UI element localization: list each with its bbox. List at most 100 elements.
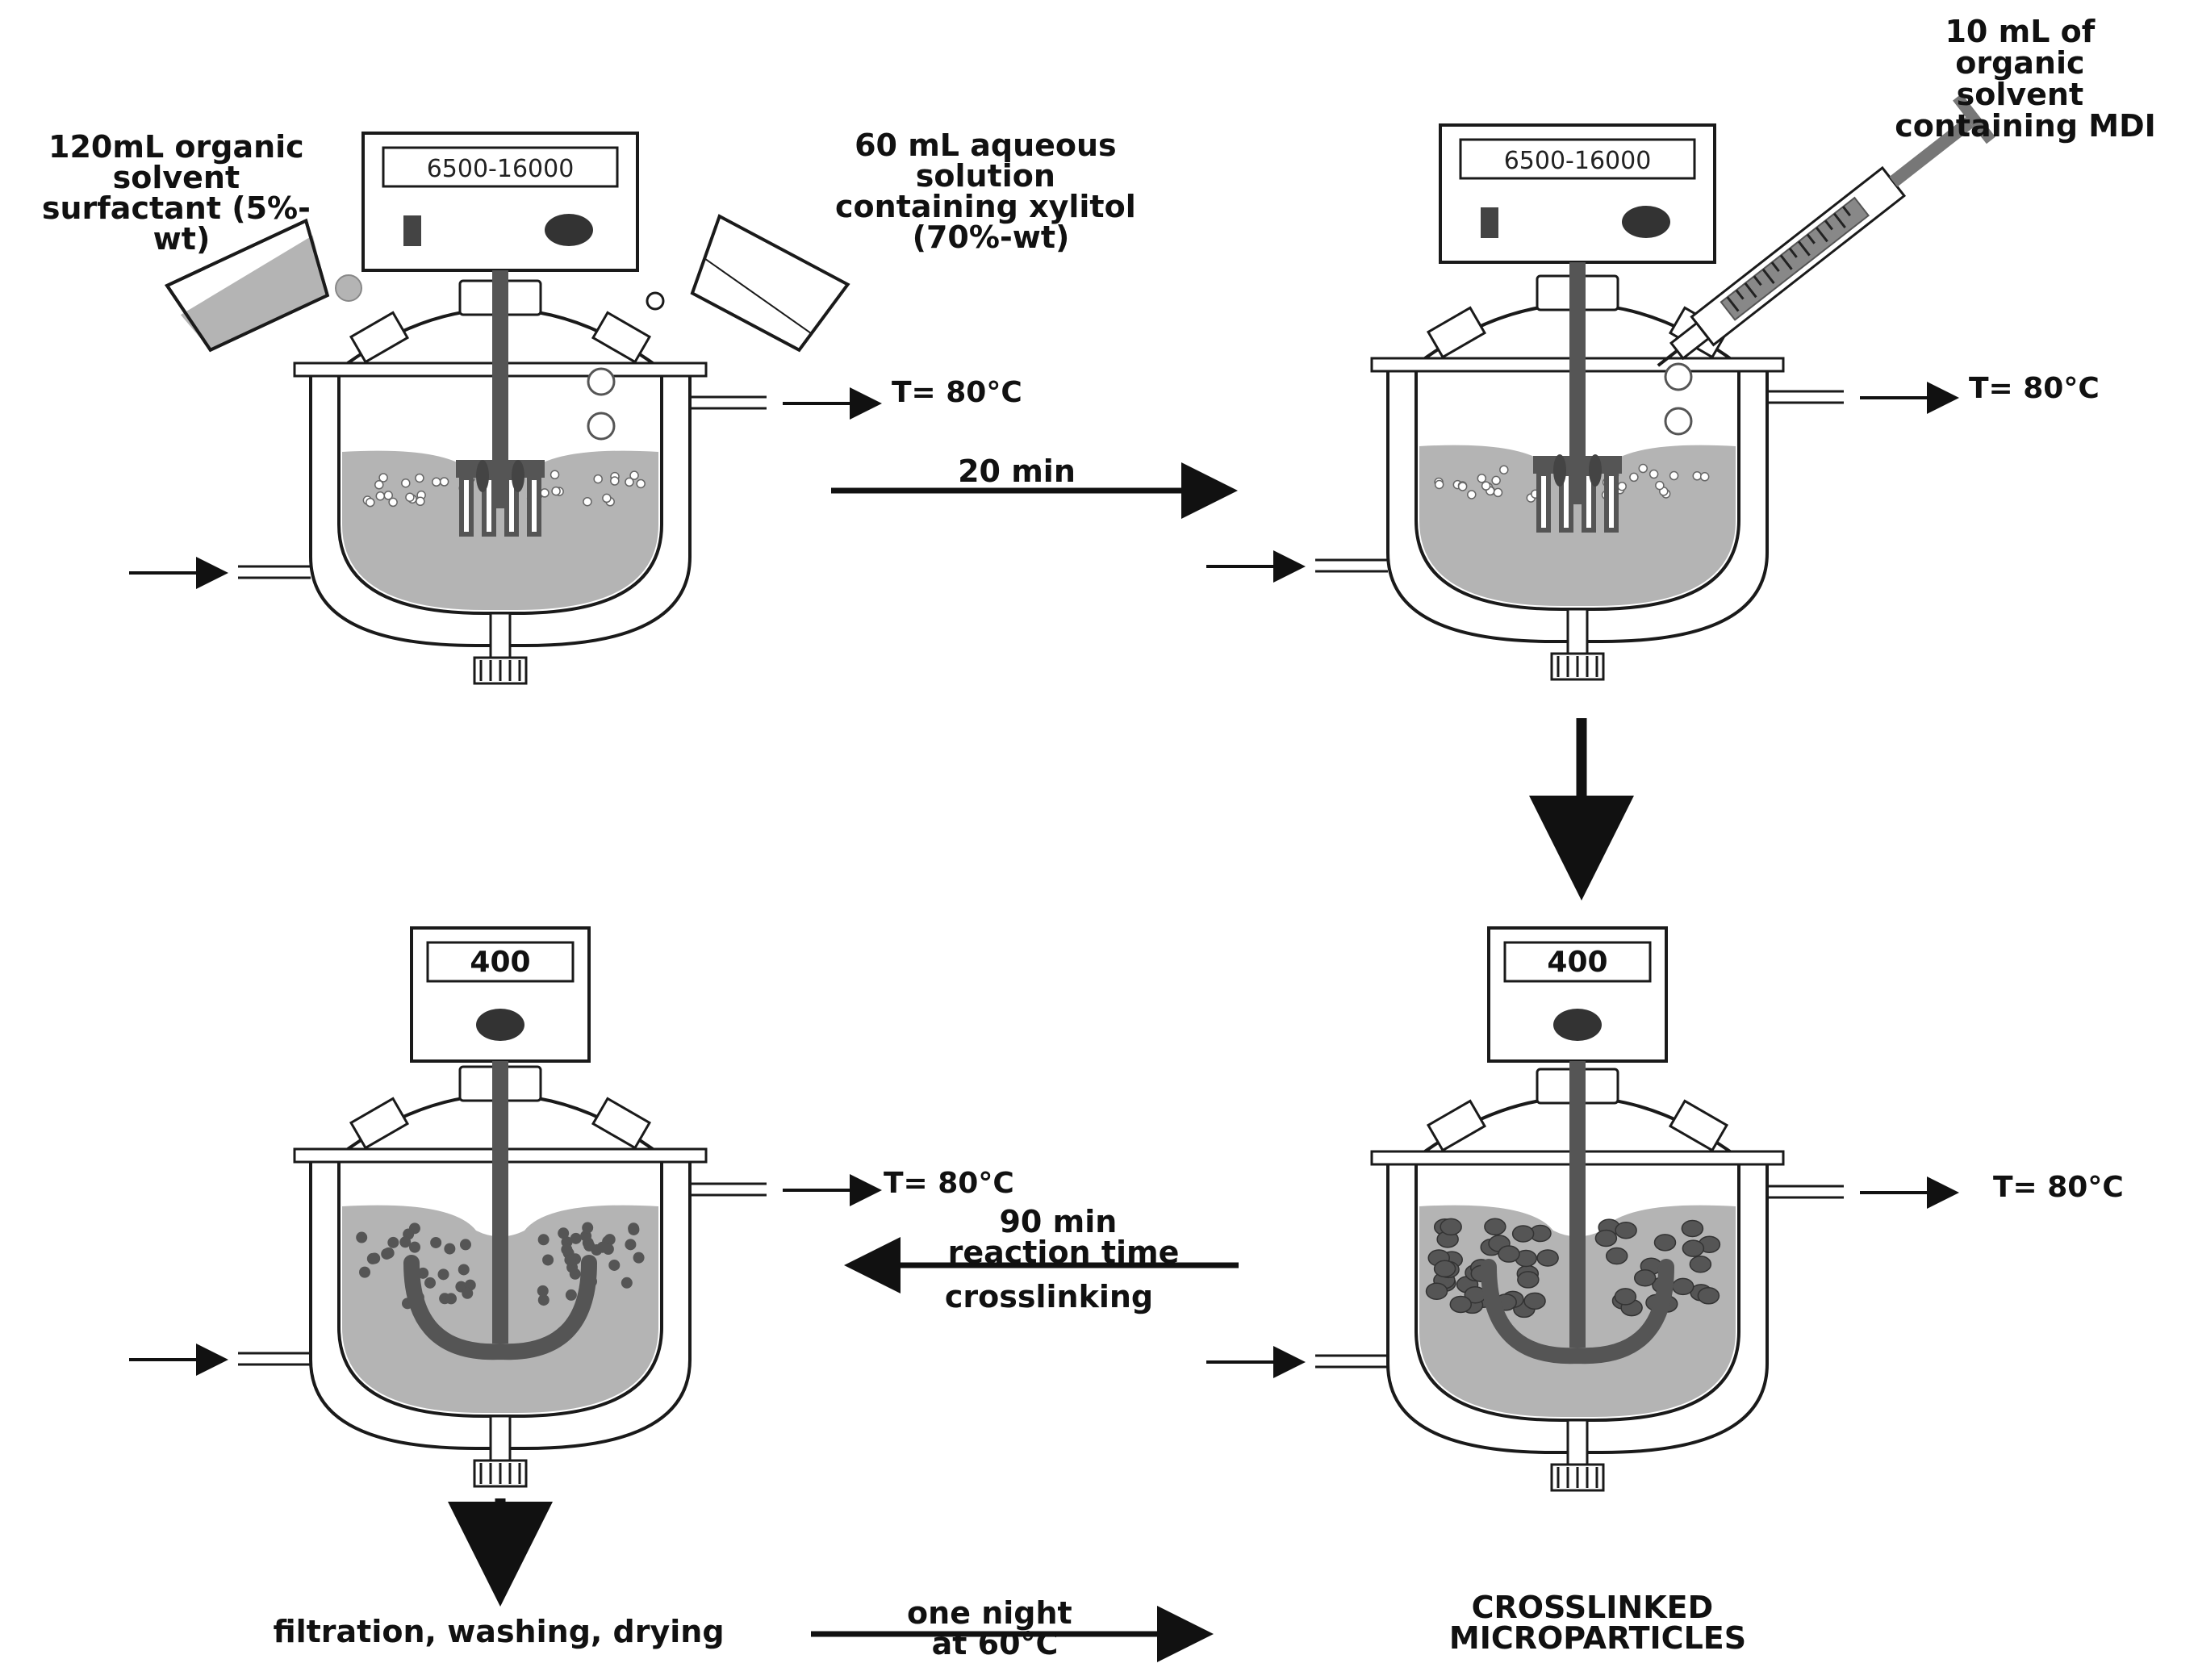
control-knob — [476, 1009, 524, 1041]
lid-port — [349, 311, 410, 364]
droplet — [366, 497, 375, 508]
microparticle — [1523, 1292, 1546, 1310]
microparticle — [1425, 1282, 1448, 1300]
organic-solvent-beaker — [165, 218, 362, 353]
syringe-icon — [1657, 94, 1995, 367]
impeller-blade — [1582, 471, 1596, 533]
microparticle — [1517, 1271, 1540, 1289]
speed-value: 400 — [470, 946, 530, 979]
droplet — [550, 470, 560, 480]
microparticle — [458, 1264, 470, 1276]
droplet — [439, 477, 449, 487]
microparticle — [633, 1252, 645, 1264]
organic-solvent-label: 120mL organic solvent surfactant (5%- wt… — [42, 129, 321, 257]
droplet — [1699, 472, 1710, 482]
bubble — [587, 367, 616, 396]
lid-port — [591, 1097, 652, 1150]
syringe-tick — [1824, 219, 1833, 231]
droplet — [388, 497, 398, 508]
syringe-tick — [1788, 247, 1798, 258]
speed-value: 6500-16000 — [427, 155, 575, 183]
aqueous-solution-label: 60 mL aqueous solution containing xylito… — [835, 127, 1147, 255]
impeller-hub — [1533, 456, 1622, 474]
droplet — [1491, 475, 1501, 486]
droplet — [602, 493, 612, 504]
droplet — [1467, 490, 1477, 499]
impeller-hub — [456, 460, 545, 478]
stirrer-shaft — [492, 1061, 508, 1344]
microparticle — [1440, 1218, 1462, 1236]
anchor-impeller — [1481, 1259, 1674, 1364]
microparticle — [565, 1289, 577, 1301]
droplet — [610, 476, 620, 486]
temperature-label-2: T= 80°C — [1969, 372, 2100, 405]
microparticle — [1605, 1247, 1628, 1265]
reactor-emulsification: 6500-16000 — [129, 132, 882, 685]
stirrer-shaft — [1569, 262, 1586, 504]
speed-value: 400 — [1547, 946, 1607, 979]
droplet — [374, 480, 384, 490]
aqueous-solution-beaker — [646, 214, 850, 353]
microparticle — [596, 1241, 608, 1253]
microparticle — [1681, 1219, 1704, 1238]
droplet — [415, 473, 424, 483]
temperature-label-4: T= 80°C — [1993, 1171, 2124, 1204]
droplet — [1655, 480, 1665, 491]
microparticle — [608, 1259, 621, 1271]
microparticle — [1615, 1221, 1637, 1239]
microparticle — [1614, 1288, 1637, 1306]
droplet — [593, 474, 603, 484]
final-step-label: filtration, washing, drying — [273, 1614, 724, 1649]
droplet — [378, 473, 388, 483]
syringe-tick — [1761, 268, 1775, 284]
bubble — [1664, 407, 1693, 436]
syringe-tick — [1842, 206, 1852, 217]
microparticle — [1697, 1287, 1720, 1305]
microparticle — [1536, 1249, 1559, 1267]
syringe-tick — [1806, 233, 1816, 244]
droplet — [375, 491, 386, 501]
lid-port — [1426, 306, 1487, 359]
stirrer-shaft — [492, 270, 508, 508]
speed-display — [1459, 138, 1696, 180]
syringe-tick — [1832, 212, 1846, 229]
step3-time-label: 90 min reaction time — [948, 1204, 1180, 1270]
impeller-blade — [1604, 471, 1619, 533]
vortex-mark — [476, 460, 489, 492]
product-label: CROSSLINKED MICROPARTICLES — [1449, 1590, 1746, 1656]
final-condition-label: one night at 60°C — [907, 1595, 1083, 1661]
temperature-label-1: T= 80°C — [892, 376, 1022, 409]
droplet — [1629, 472, 1639, 483]
indicator-light — [403, 215, 421, 246]
droplet — [583, 496, 592, 507]
microparticle — [628, 1222, 640, 1235]
microparticle — [582, 1222, 594, 1234]
droplet — [540, 488, 550, 498]
anchor-impeller — [403, 1255, 597, 1360]
microparticle — [445, 1293, 458, 1305]
droplet — [1477, 474, 1487, 483]
microparticle — [1511, 1225, 1535, 1243]
droplet — [432, 477, 441, 487]
droplet — [629, 470, 639, 480]
microparticle — [1594, 1229, 1618, 1247]
microparticle — [444, 1243, 456, 1255]
droplet — [1499, 465, 1509, 474]
lid-port — [1668, 1099, 1729, 1152]
droplet — [551, 486, 561, 496]
mdi-solvent-label: 10 mL of organic solvent containing MDI — [1895, 14, 2156, 144]
droplet — [1648, 469, 1659, 479]
vortex-mark — [1589, 454, 1602, 487]
droplet — [636, 479, 646, 489]
syringe-tick — [1753, 275, 1762, 286]
droplet — [1481, 481, 1491, 491]
droplet — [1669, 470, 1679, 481]
microparticle — [387, 1236, 399, 1248]
droplet — [625, 477, 634, 487]
control-knob — [1553, 1009, 1602, 1041]
syringe-tick — [1815, 227, 1828, 243]
microparticle — [1689, 1255, 1712, 1273]
microparticle — [1449, 1295, 1473, 1314]
microparticle — [356, 1231, 368, 1243]
